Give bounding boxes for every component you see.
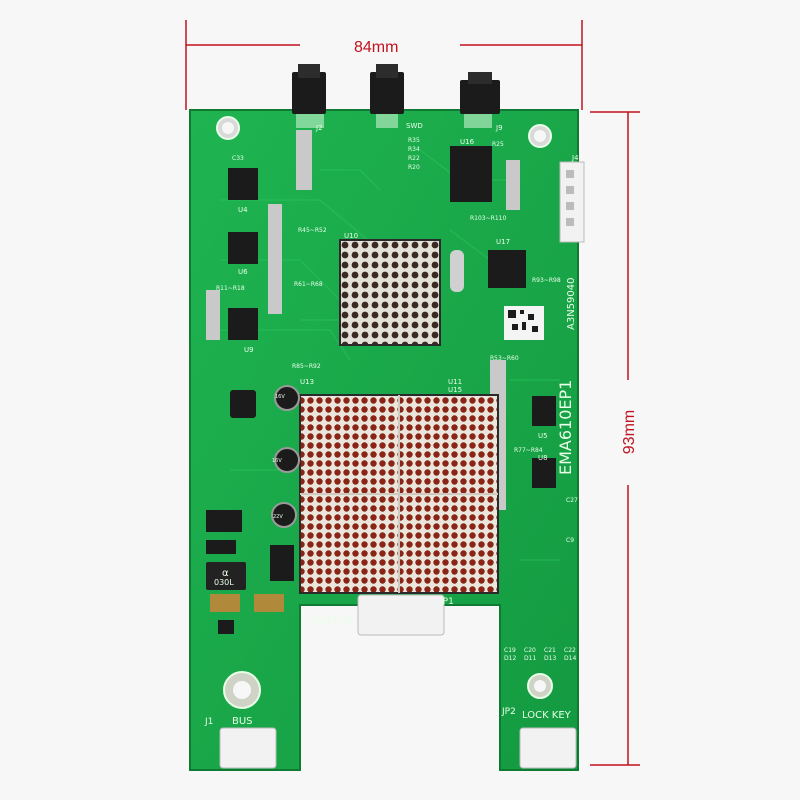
cap-3-label: 22V xyxy=(273,514,283,520)
j1-label: J1 xyxy=(204,717,213,727)
swd-label: SWD xyxy=(406,122,423,130)
u17-label: U17 xyxy=(496,238,510,246)
top-connectors xyxy=(292,64,500,128)
inductor-code-label: 030L xyxy=(214,578,234,587)
r93-r98-label: R93~R98 xyxy=(532,277,561,284)
u8-label: U8 xyxy=(538,454,548,462)
diode-d11-label: D11 xyxy=(524,655,536,662)
r35-label: R35 xyxy=(408,137,420,144)
diode-d13-label: D13 xyxy=(544,655,556,662)
dimension-lines: 84mm 93mm xyxy=(185,20,640,766)
u6-label: U6 xyxy=(238,268,248,276)
u4-label: U4 xyxy=(238,206,248,214)
ic-chips xyxy=(228,146,556,488)
r11-r18-label: R11~R18 xyxy=(216,285,245,292)
diode-d12-label: D12 xyxy=(504,655,516,662)
cap-c21-label: C21 xyxy=(544,647,556,654)
cap-c22-label: C22 xyxy=(564,647,576,654)
r25-label: R25 xyxy=(492,141,504,148)
part-number-label: A3N59040 xyxy=(566,278,577,331)
resistor-arrays xyxy=(206,130,520,510)
model-label: EMA610EP1 xyxy=(556,380,575,475)
cap-c20-label: C20 xyxy=(524,647,536,654)
j9-label: J9 xyxy=(495,124,503,132)
jp2-label: JP2 xyxy=(501,707,516,717)
power-components xyxy=(206,385,300,634)
crystal xyxy=(450,250,464,292)
cap-1-label: 16V xyxy=(275,394,285,400)
inductor-alpha-label: α xyxy=(222,568,229,579)
bus-label: BUS xyxy=(232,716,253,727)
c27-label: C27 xyxy=(566,497,578,504)
height-dimension-label: 93mm xyxy=(621,410,638,454)
r34-label: R34 xyxy=(408,146,420,153)
diode-d14-label: D14 xyxy=(564,655,576,662)
r85-r92-label: R85~R92 xyxy=(292,363,321,370)
button-label: BUTTON xyxy=(312,616,354,627)
r45-r52-label: R45~R52 xyxy=(298,227,327,234)
j2-label: J2 xyxy=(315,124,323,132)
j4-label: J4 xyxy=(571,154,579,162)
c9-label: C9 xyxy=(566,537,574,544)
r22-label: R22 xyxy=(408,155,420,162)
u5-label: U5 xyxy=(538,432,548,440)
width-dimension-label: 84mm xyxy=(354,39,398,56)
cap-2-label: 16V xyxy=(272,458,282,464)
u15-label: U15 xyxy=(448,386,462,394)
r77-r84-label: R77~R84 xyxy=(514,447,543,454)
u13-label: U13 xyxy=(300,378,314,386)
u10-label: U10 xyxy=(344,232,358,240)
j4-connector xyxy=(559,161,585,243)
cap-c19-label: C19 xyxy=(504,647,516,654)
r103-r110-label: R103~R110 xyxy=(470,215,506,222)
lock-key-label: LOCK KEY xyxy=(522,710,572,721)
r61-r68-label: R61~R68 xyxy=(294,281,323,288)
mounting-holes xyxy=(216,116,553,709)
c33-label: C33 xyxy=(232,155,244,162)
jp1-label: JP1 xyxy=(439,597,454,607)
qr-code xyxy=(504,306,544,340)
r53-r60-label: R53~R60 xyxy=(490,355,519,362)
u11-label: U11 xyxy=(448,378,462,386)
small-led-matrix xyxy=(339,239,441,346)
u16-label: U16 xyxy=(460,138,475,146)
r20-label: R20 xyxy=(408,164,420,171)
bottom-connectors xyxy=(219,594,577,769)
u9-label: U9 xyxy=(244,346,254,354)
